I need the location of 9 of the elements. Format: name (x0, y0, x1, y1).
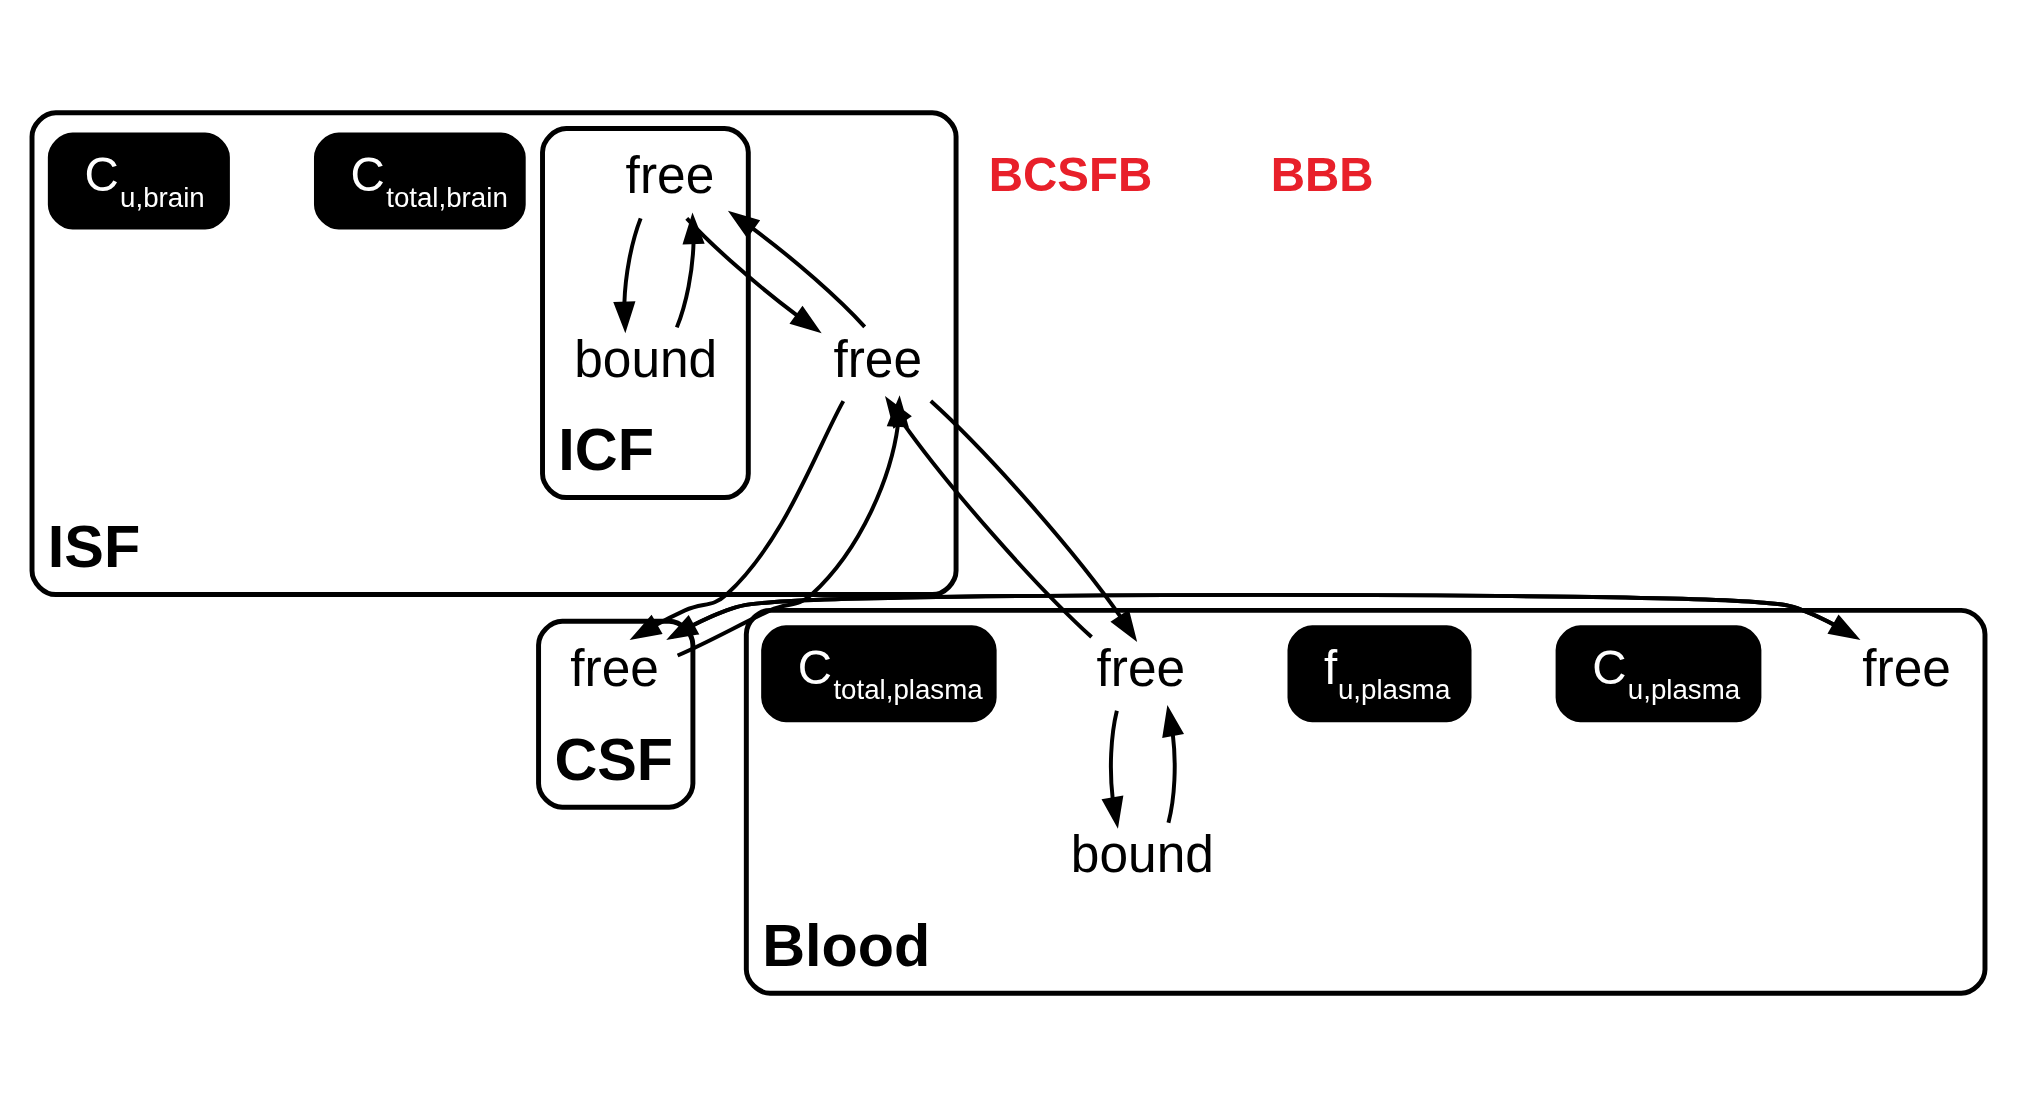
node-text: free (1862, 639, 1951, 698)
label: BCSFB (988, 148, 1153, 202)
node-text: bound (574, 329, 718, 388)
node-text: free (833, 329, 923, 388)
node-text: bound (1070, 825, 1214, 884)
node-text: free (625, 146, 715, 205)
node-text: free (570, 639, 659, 698)
label: BBB (1270, 148, 1374, 202)
node-text: free (1096, 639, 1186, 698)
